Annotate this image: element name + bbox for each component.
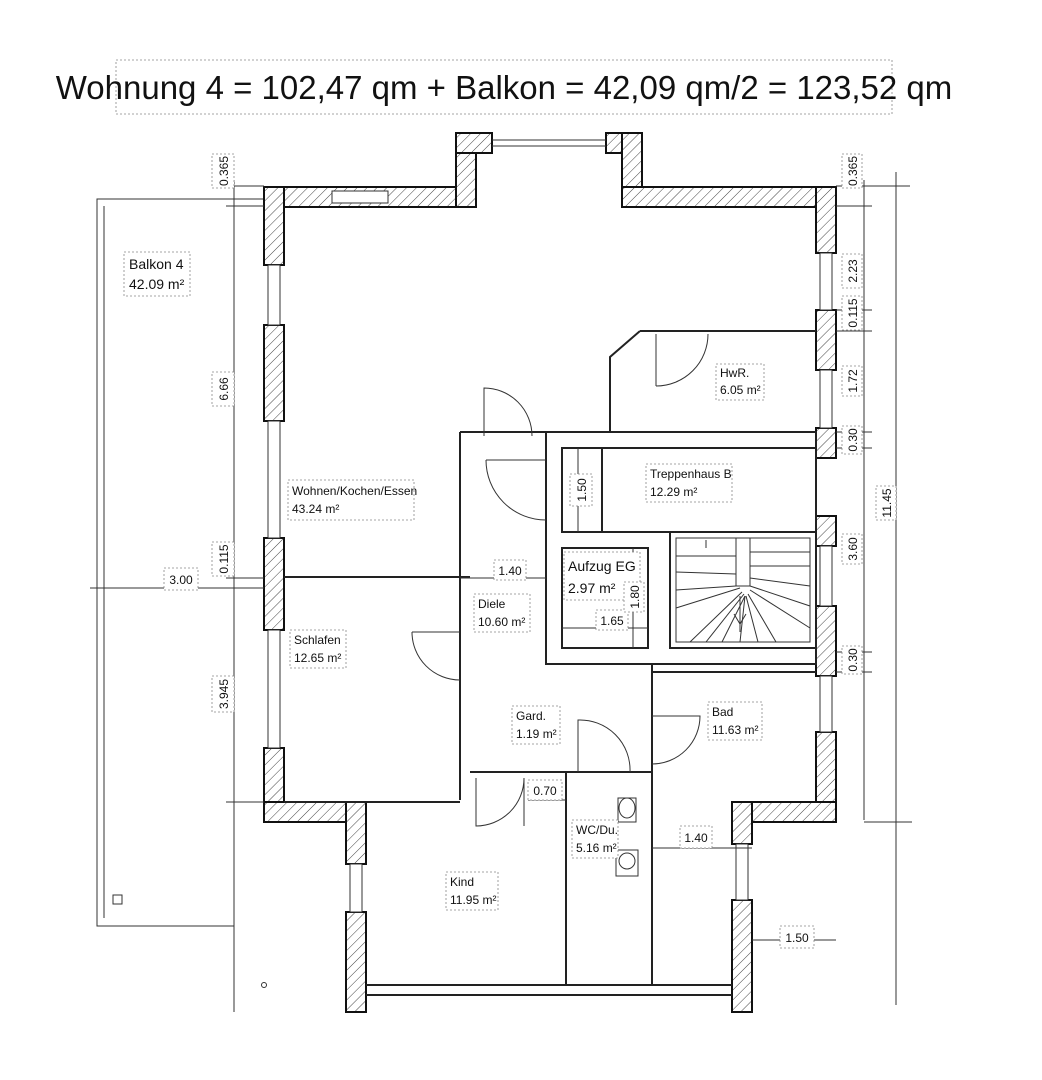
room-label-wc: WC/Du. 5.16 m²: [571, 819, 619, 859]
svg-text:11.45: 11.45: [880, 488, 894, 517]
exterior-walls: [263, 132, 837, 1013]
svg-text:3.00: 3.00: [169, 573, 193, 587]
treppenhaus-name: Treppenhaus B: [650, 467, 732, 481]
balcony: [96, 198, 267, 988]
room-label-aufzug: Aufzug EG 2.97 m²: [563, 551, 641, 601]
dim-lower-right: 1.50: [779, 925, 815, 949]
dim-right-top: 0.365: [841, 153, 863, 189]
dim-right-f: 0.30: [841, 645, 863, 675]
svg-text:3.945: 3.945: [217, 679, 231, 709]
dim-balcony-width: 3.00: [163, 567, 199, 591]
dim-right-e: 3.60: [841, 533, 863, 565]
dim-right-a: 2.23: [841, 253, 863, 289]
svg-text:0.30: 0.30: [846, 428, 860, 452]
dim-left-lower: 3.945: [211, 675, 235, 713]
room-label-diele: Diele 10.60 m²: [473, 593, 531, 633]
dim-aufzug-width: 1.65: [595, 609, 629, 631]
diele-area: 10.60 m²: [478, 615, 525, 629]
dim-right-c: 1.72: [841, 365, 863, 397]
dim-treppe-height: 1.50: [569, 473, 593, 507]
svg-text:1.80: 1.80: [628, 585, 642, 609]
kind-name: Kind: [450, 875, 474, 889]
svg-text:0.30: 0.30: [846, 648, 860, 672]
room-label-treppenhaus: Treppenhaus B 12.29 m²: [645, 463, 733, 503]
svg-text:0.365: 0.365: [846, 156, 860, 186]
balkon-name: Balkon 4: [129, 256, 184, 272]
treppenhaus-area: 12.29 m²: [650, 485, 697, 499]
room-label-kind: Kind 11.95 m²: [445, 871, 499, 911]
aufzug-area: 2.97 m²: [568, 580, 616, 596]
stairs: [675, 537, 811, 643]
svg-text:1.72: 1.72: [846, 369, 860, 393]
bad-name: Bad: [712, 705, 733, 719]
hwr-area: 6.05 m²: [720, 383, 761, 397]
balkon-area: 42.09 m²: [129, 276, 185, 292]
dim-left-upper: 6.66: [211, 371, 235, 407]
wohnen-area: 43.24 m²: [292, 502, 339, 516]
title-box: [115, 59, 893, 115]
svg-text:1.40: 1.40: [684, 831, 708, 845]
svg-text:3.60: 3.60: [846, 537, 860, 561]
svg-text:1.50: 1.50: [575, 478, 589, 502]
dim-left-mid: 0.115: [211, 541, 235, 577]
schlafen-area: 12.65 m²: [294, 651, 341, 665]
dim-aufzug-height: 1.80: [623, 581, 645, 613]
gard-name: Gard.: [516, 709, 546, 723]
diele-name: Diele: [478, 597, 506, 611]
dim-right-b: 0.115: [841, 295, 863, 331]
room-label-bad: Bad 11.63 m²: [707, 701, 763, 741]
interior-walls: [284, 330, 817, 996]
dim-bad-width: 1.40: [679, 825, 713, 849]
aufzug-name: Aufzug EG: [568, 558, 636, 574]
svg-text:1.40: 1.40: [498, 564, 522, 578]
hwr-name: HwR.: [720, 366, 749, 380]
doors: [411, 333, 709, 827]
room-label-wohnen: Wohnen/Kochen/Essen 43.24 m²: [287, 479, 417, 521]
wc-area: 5.16 m²: [576, 841, 617, 855]
schlafen-name: Schlafen: [294, 633, 341, 647]
svg-text:2.23: 2.23: [846, 259, 860, 283]
dim-left-top: 0.365: [211, 153, 235, 189]
svg-text:0.115: 0.115: [217, 544, 231, 573]
svg-text:0.365: 0.365: [217, 156, 231, 186]
svg-text:0.70: 0.70: [533, 784, 557, 798]
wc-fixtures: [615, 797, 639, 877]
plan-title: Wohnung 4 = 102,47 qm + Balkon = 42,09 q…: [56, 69, 953, 106]
svg-text:1.50: 1.50: [785, 931, 809, 945]
room-label-balkon: Balkon 4 42.09 m²: [123, 251, 191, 297]
windows: [267, 139, 833, 913]
kind-area: 11.95 m²: [450, 893, 496, 907]
dim-diele-width: 1.40: [493, 559, 527, 581]
svg-text:6.66: 6.66: [217, 377, 231, 401]
bad-area: 11.63 m²: [712, 723, 758, 737]
dim-right-d: 0.30: [841, 425, 863, 455]
svg-text:1.65: 1.65: [600, 614, 624, 628]
room-label-hwr: HwR. 6.05 m²: [715, 363, 765, 401]
room-label-schlafen: Schlafen 12.65 m²: [289, 629, 347, 669]
dim-wc-width: 0.70: [527, 779, 563, 801]
dimension-lines: [90, 172, 912, 1012]
wc-name: WC/Du.: [576, 823, 618, 837]
svg-text:0.115: 0.115: [846, 298, 860, 327]
wohnen-name: Wohnen/Kochen/Essen: [292, 484, 417, 498]
room-label-gard: Gard. 1.19 m²: [511, 705, 561, 745]
dim-right-total: 11.45: [875, 485, 897, 521]
gard-area: 1.19 m²: [516, 727, 557, 741]
